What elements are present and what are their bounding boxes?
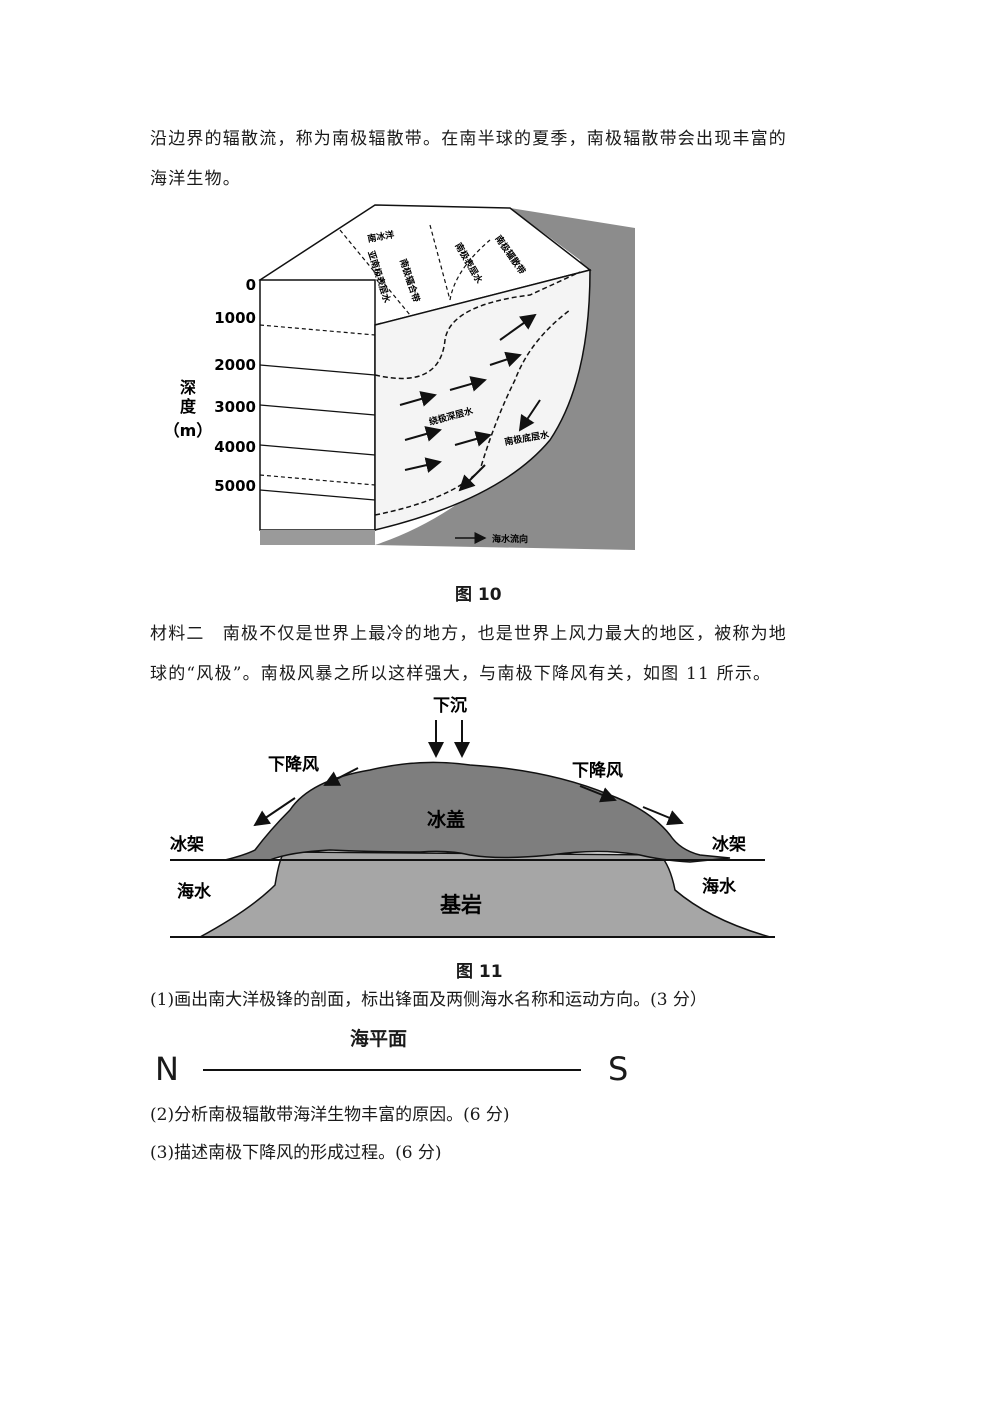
question-2: (2)分析南极辐散带海洋生物丰富的原因。(6 分) xyxy=(150,1105,510,1125)
depth-tick-2000: 2000 xyxy=(214,356,256,374)
sea-level-line xyxy=(203,1069,581,1071)
depth-tick-4000: 4000 xyxy=(214,438,256,456)
label-seawater-left: 海水 xyxy=(177,881,212,902)
figure-11-caption: 图 11 xyxy=(456,962,503,982)
label-north: N xyxy=(155,1050,179,1088)
figure-10-caption: 图 10 xyxy=(455,585,502,605)
depth-label-2: 度 xyxy=(180,397,197,416)
material2-line-2: 球的“风极”。南极风暴之所以这样强大，与南极下降风有关，如图 11 所示。 xyxy=(150,664,772,684)
depth-tick-0: 0 xyxy=(246,276,256,294)
label-ice-shelf-left: 冰架 xyxy=(170,834,204,855)
label-seawater-right: 海水 xyxy=(702,876,737,897)
material2-line-1: 材料二 南极不仅是世界上最冷的地方，也是世界上风力最大的地区，被称为地 xyxy=(150,624,787,644)
label-south: S xyxy=(608,1050,629,1088)
figure-10-ocean-block-diagram: 南冰洋 亚南极表层水 南极辐合带 南极表层水 南极辐散带 绕极深层水 南极底层水… xyxy=(164,204,635,550)
sea-level-title: 海平面 xyxy=(350,1028,408,1050)
ice-cap xyxy=(224,761,731,863)
intro-line-1: 沿边界的辐散流，称为南极辐散带。在南半球的夏季，南极辐散带会出现丰富的 xyxy=(150,129,787,149)
figure-11-katabatic-wind-diagram: 下沉 下降风 下降风 冰盖 冰架 冰架 海水 海水 基岩 xyxy=(170,695,775,938)
depth-tick-3000: 3000 xyxy=(214,398,256,416)
depth-unit: （m） xyxy=(164,421,213,440)
label-katabatic-right: 下降风 xyxy=(572,760,623,781)
block-front-face xyxy=(259,279,376,531)
label-legend-flow: 海水流向 xyxy=(492,533,528,545)
depth-tick-5000: 5000 xyxy=(214,477,256,495)
intro-line-2: 海洋生物。 xyxy=(150,169,241,189)
question-3: (3)描述南极下降风的形成过程。(6 分) xyxy=(150,1143,442,1163)
question-1: (1)画出南大洋极锋的剖面，标出锋面及两侧海水名称和运动方向。(3 分） xyxy=(150,990,707,1010)
label-ice-cap: 冰盖 xyxy=(427,808,465,831)
depth-tick-1000: 1000 xyxy=(214,309,256,327)
bedrock xyxy=(199,851,771,938)
continent-slope xyxy=(375,208,635,550)
depth-label-1: 深 xyxy=(180,378,196,397)
label-ice-shelf-right: 冰架 xyxy=(712,834,746,855)
label-subsidence: 下沉 xyxy=(433,695,467,716)
label-katabatic-left: 下降风 xyxy=(268,754,319,775)
label-bedrock: 基岩 xyxy=(440,893,482,917)
